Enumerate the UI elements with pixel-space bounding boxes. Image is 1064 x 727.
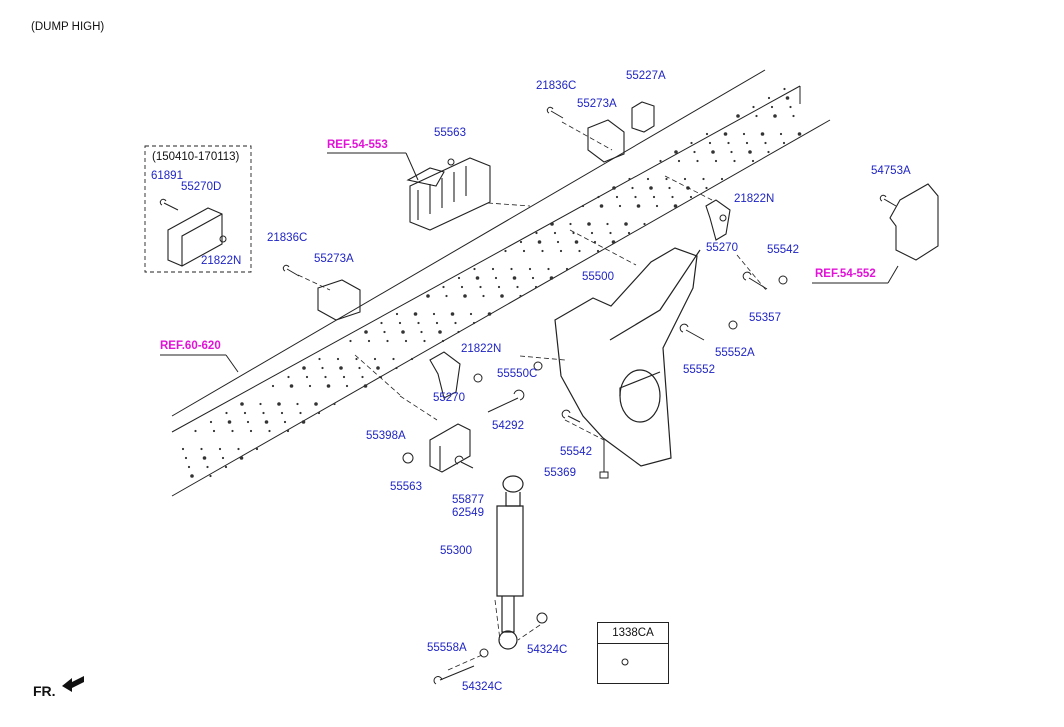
fasteners <box>159 106 897 685</box>
part-number-label[interactable]: 55398A <box>366 430 406 442</box>
part-number-label[interactable]: 55558A <box>427 642 467 654</box>
ref-label[interactable]: REF.54-552 <box>815 268 876 280</box>
part-number-label[interactable]: 54324C <box>462 681 503 693</box>
part-number-label[interactable]: 54292 <box>492 420 524 432</box>
leader-lines <box>297 121 767 671</box>
part-number-label[interactable]: 55270 <box>706 242 738 254</box>
part-number-label[interactable]: 55552A <box>715 347 755 359</box>
part-number-label[interactable]: 55552 <box>683 364 715 376</box>
part-number-label[interactable]: 21822N <box>461 343 502 355</box>
ref-label[interactable]: REF.60-620 <box>160 340 221 352</box>
part-number-label[interactable]: 55369 <box>544 467 576 479</box>
ref-leaders <box>160 152 899 373</box>
part-number-label[interactable]: 54753A <box>871 165 911 177</box>
fr-arrow-icon <box>62 676 84 692</box>
part-number-label[interactable]: 55542 <box>767 244 799 256</box>
part-number-label[interactable]: 21836C <box>536 80 577 92</box>
part-number-label[interactable]: 55542 <box>560 446 592 458</box>
frame-rail <box>171 69 831 497</box>
part-number-label[interactable]: 55270 <box>433 392 465 404</box>
part-number-label[interactable]: 55563 <box>434 127 466 139</box>
fr-label: FR. <box>33 683 56 699</box>
part-number-label[interactable]: 55270D <box>181 181 222 193</box>
part-number-label[interactable]: 62549 <box>452 507 484 519</box>
part-number-label[interactable]: 55273A <box>577 98 617 110</box>
main-mounting <box>554 247 701 467</box>
part-number-label[interactable]: 55273A <box>314 253 354 265</box>
part-number-label[interactable]: 55500 <box>582 271 614 283</box>
shock-absorber <box>496 475 524 650</box>
part-number-label[interactable]: 21822N <box>734 193 775 205</box>
page-title: (DUMP HIGH) <box>31 21 105 33</box>
part-number-label[interactable]: 55227A <box>626 70 666 82</box>
frame-holes <box>181 87 802 478</box>
ref-label[interactable]: REF.54-553 <box>327 139 388 151</box>
part-number-label[interactable]: 55357 <box>749 312 781 324</box>
part-number-label[interactable]: 55563 <box>390 481 422 493</box>
brackets <box>167 101 939 473</box>
date-range-label: (150410-170113) <box>152 151 240 163</box>
part-number-label[interactable]: 61891 <box>151 170 183 182</box>
part-number-label[interactable]: 21836C <box>267 232 308 244</box>
part-number-label[interactable]: 21822N <box>201 255 242 267</box>
part-number-label[interactable]: 55300 <box>440 545 472 557</box>
date-range-box <box>144 145 252 273</box>
part-table-header[interactable]: 1338CA <box>598 623 668 644</box>
part-number-label[interactable]: 55877 <box>452 494 484 506</box>
part-table-box: 1338CA <box>597 622 669 684</box>
part-number-label[interactable]: 54324C <box>527 644 568 656</box>
part-number-label[interactable]: 55550C <box>497 368 538 380</box>
